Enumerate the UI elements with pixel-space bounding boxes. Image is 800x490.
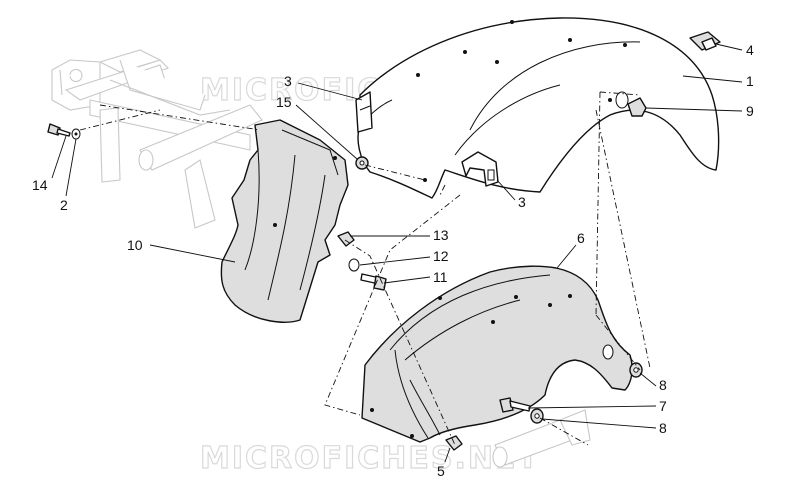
callout-1: 1 [746, 73, 754, 89]
callout-8-upper: 8 [659, 377, 667, 393]
splash-guard-part-10 [220, 119, 349, 323]
nut-part-15 [355, 156, 369, 170]
callout-14: 14 [32, 177, 48, 193]
bracket-part-3-lower [461, 151, 499, 187]
nut-part-13 [337, 231, 355, 247]
callout-13: 13 [433, 227, 449, 243]
inner-mudguard-part-6 [361, 265, 633, 443]
watermark-bottom: MICROFICHES.NET [200, 441, 540, 476]
callout-9: 9 [746, 103, 754, 119]
bolt-part-14 [47, 123, 71, 137]
callout-7: 7 [659, 398, 667, 414]
callout-5: 5 [437, 463, 445, 479]
callout-10: 10 [127, 237, 143, 253]
clip-nut-part-4 [689, 31, 721, 51]
callout-11: 11 [433, 269, 448, 285]
ghost-frame [51, 49, 591, 468]
cap-nut-part-9 [615, 91, 647, 117]
callout-2: 2 [60, 197, 68, 213]
bracket-part-3-upper [355, 91, 373, 133]
washer-part-12 [348, 258, 360, 272]
callout-3-lower: 3 [518, 194, 526, 210]
callout-8-lower: 8 [659, 420, 667, 436]
leader-lines [51, 43, 743, 463]
washer-part-8-lower [530, 408, 544, 424]
bolt-part-7 [499, 397, 531, 413]
callout-4: 4 [746, 42, 754, 58]
callout-12: 12 [433, 248, 449, 264]
callout-3-upper: 3 [284, 73, 292, 89]
washer-part-2 [71, 128, 81, 140]
callout-labels: 1 2 3 3 4 5 6 7 8 8 9 10 11 12 13 14 15 [32, 42, 754, 479]
assembly-lines [79, 91, 651, 446]
callout-6: 6 [577, 230, 585, 246]
washer-part-8-upper [629, 362, 643, 378]
bolt-part-11 [360, 273, 387, 291]
callout-15: 15 [276, 94, 292, 110]
rear-fender-part-1 [357, 17, 720, 199]
